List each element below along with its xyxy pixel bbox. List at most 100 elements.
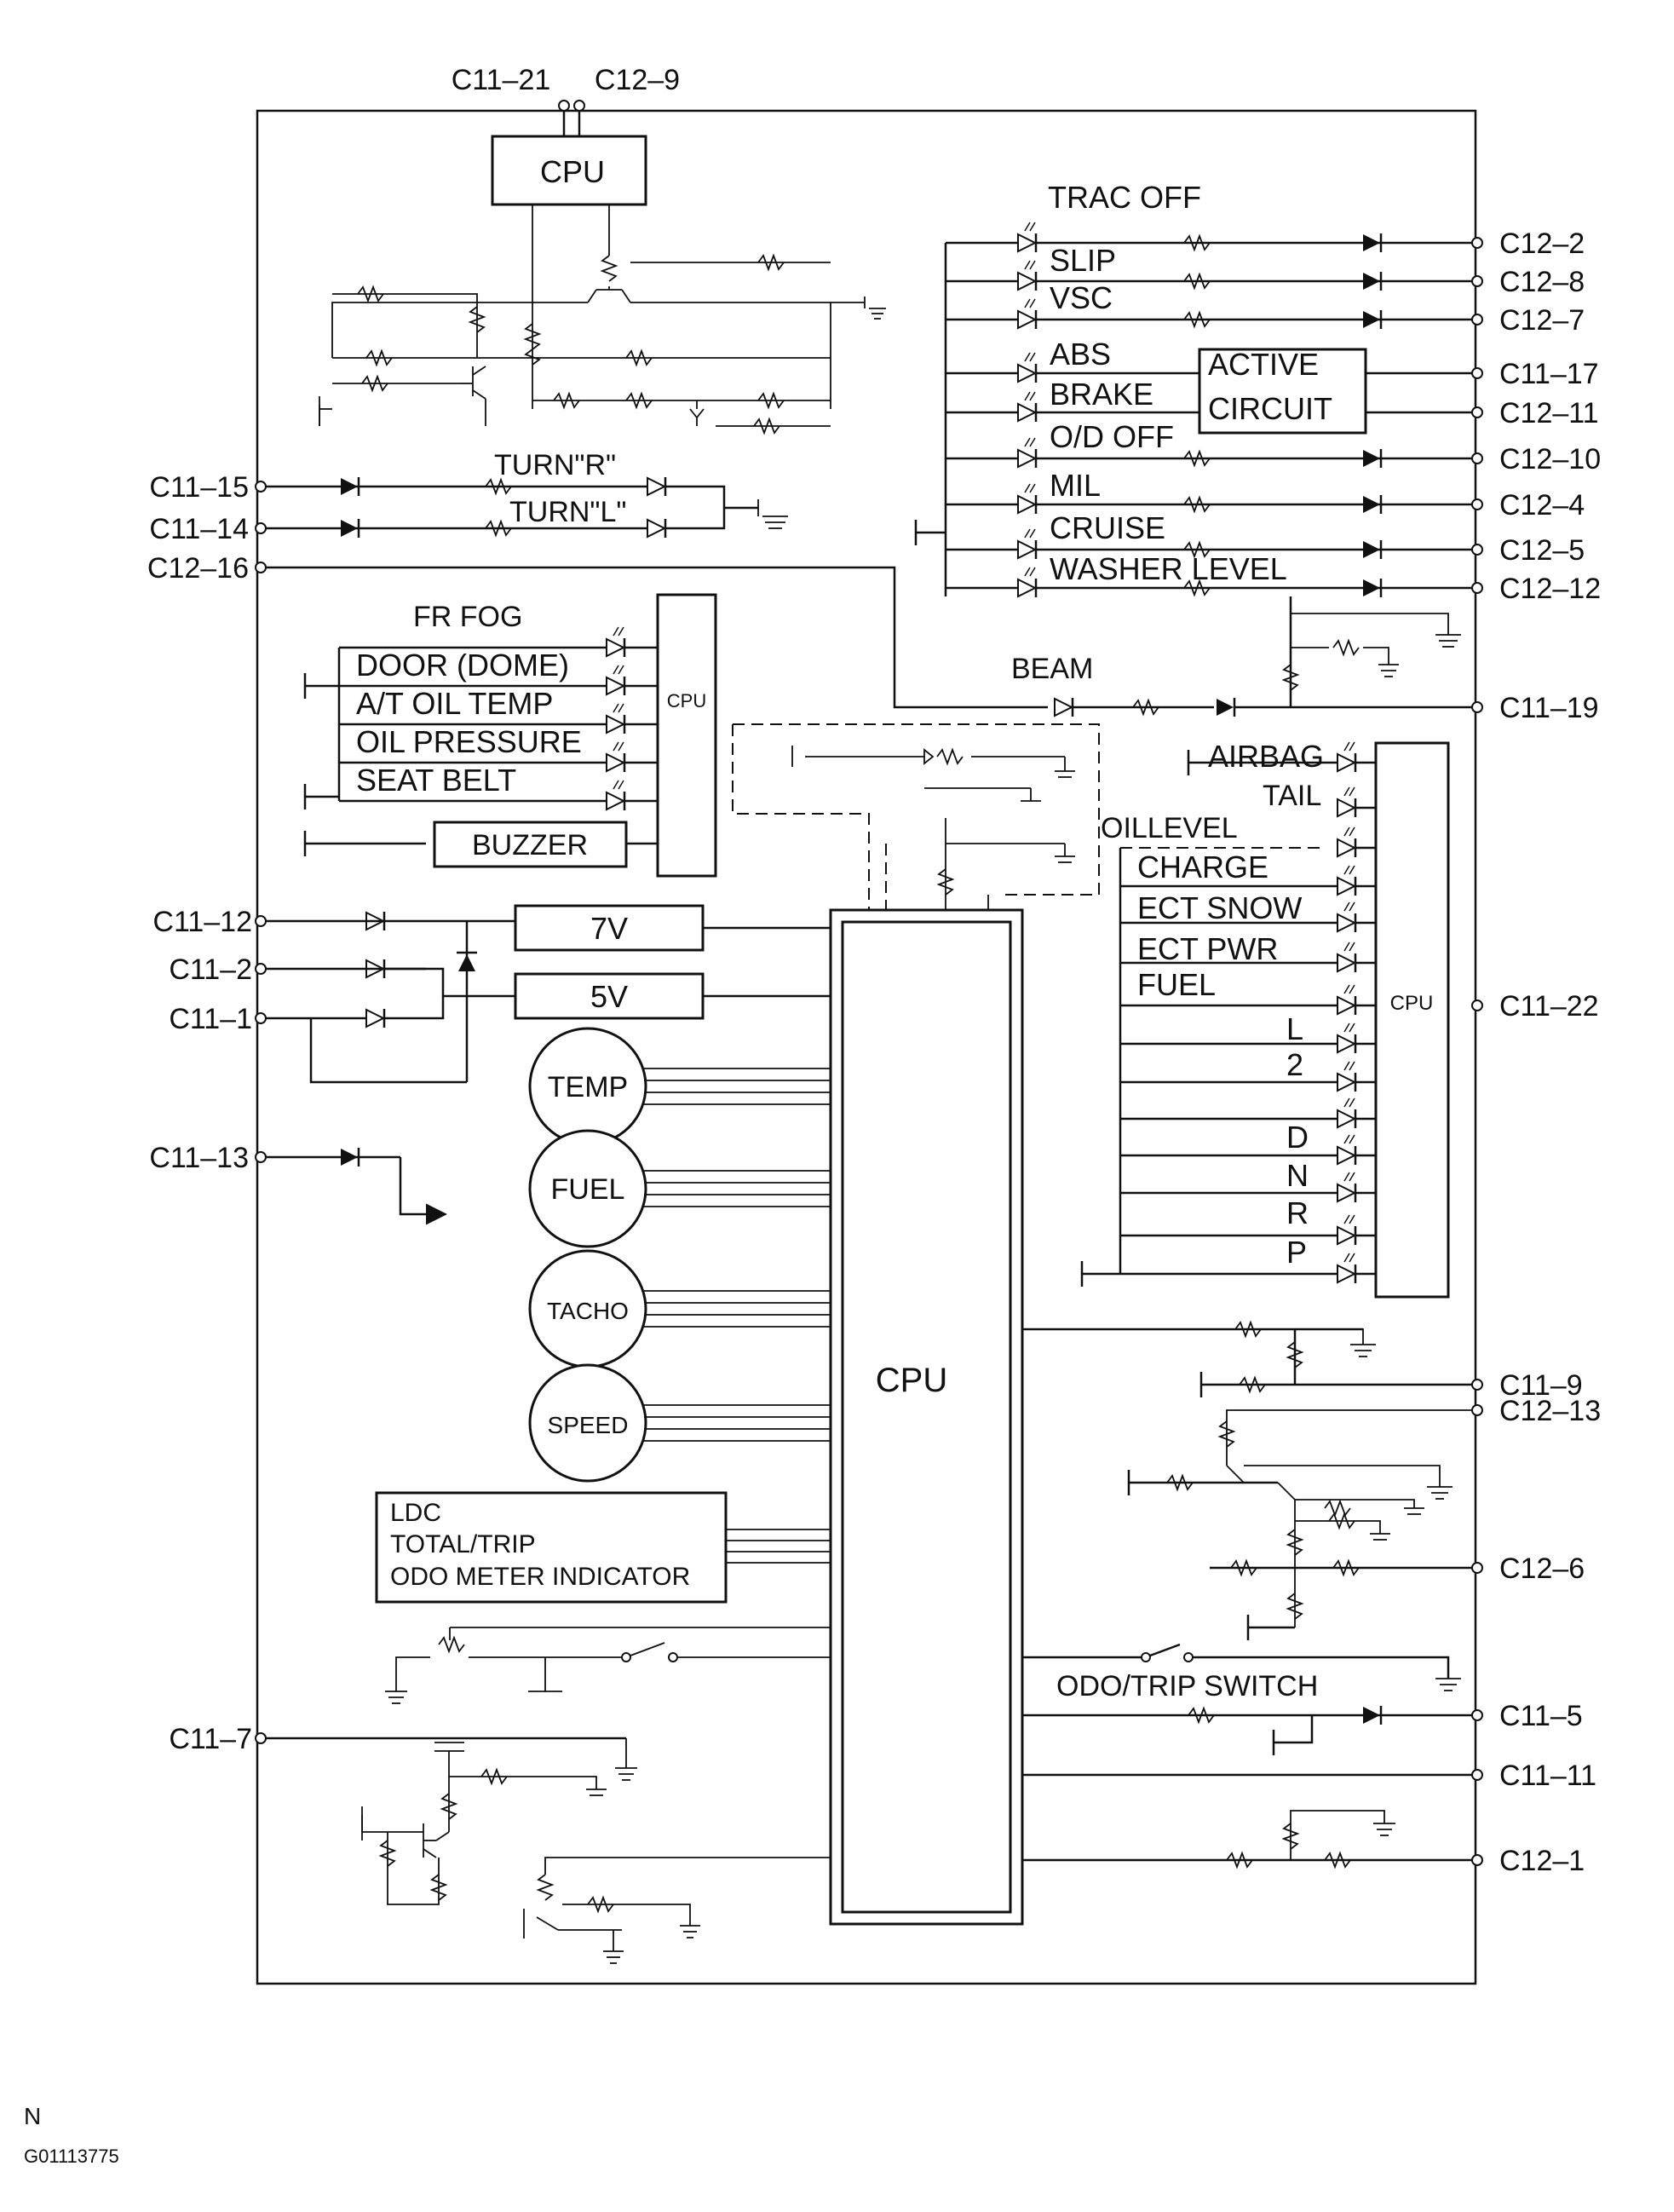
- indicator-led: [1017, 260, 1038, 291]
- indicator-label: O/D OFF: [1050, 419, 1174, 454]
- indicator-led: [1017, 567, 1038, 598]
- indicator-label: SLIP: [1050, 243, 1116, 278]
- indicator-label: L: [1286, 1011, 1303, 1046]
- indicator-led: [1017, 437, 1038, 469]
- indicator-label: 2: [1286, 1047, 1303, 1082]
- indicator-led: [1017, 391, 1038, 423]
- indicator-led: [1017, 298, 1038, 330]
- connector-label-right: C12–2: [1499, 228, 1585, 260]
- turn-signal-group: TURN"R" TURN"L": [262, 449, 788, 539]
- regulator-group: 7V 5V: [262, 904, 831, 1084]
- lcd-line2: TOTAL/TRIP: [390, 1530, 536, 1558]
- gauge-label: TACHO: [547, 1298, 629, 1324]
- connector-label-left: C11–7: [169, 1723, 252, 1755]
- connector-pin: [1471, 237, 1483, 249]
- indicator-led: [1337, 1061, 1357, 1092]
- connector-pin: [1471, 1404, 1483, 1416]
- lcd-block: LDC TOTAL/TRIP ODO METER INDICATOR: [375, 1491, 831, 1604]
- warning-led: [606, 665, 626, 696]
- warning-label: A/T OIL TEMP: [356, 686, 553, 721]
- connector-pin: [1471, 367, 1483, 379]
- footer-code: G01113775: [24, 2146, 119, 2167]
- connector-label-left: C11–13: [149, 1142, 249, 1174]
- gauge-dial: [528, 1129, 647, 1248]
- connector-label-right: C11–9: [1499, 1369, 1583, 1402]
- connector-label-right: C12–12: [1499, 573, 1601, 605]
- buzzer-label: BUZZER: [472, 829, 588, 861]
- connector-label-right: C11–11: [1499, 1760, 1596, 1792]
- beam-label: BEAM: [1011, 653, 1093, 685]
- connector-pin: [1471, 406, 1483, 418]
- connector-pin: [1471, 498, 1483, 510]
- indicator-led: [1337, 1097, 1357, 1129]
- connector-pin: [1471, 1769, 1483, 1781]
- indicator-led: [1337, 865, 1357, 896]
- indicator-led: [1337, 1172, 1357, 1203]
- connector-label-right: C12–1: [1499, 1845, 1585, 1877]
- connector-pin: [1471, 1562, 1483, 1574]
- indicator-label: AIRBAG: [1208, 739, 1324, 774]
- active-circuit-line2: CIRCUIT: [1208, 391, 1332, 426]
- indicator-led: [1337, 942, 1357, 973]
- indicator-led: [1337, 1134, 1357, 1166]
- meter-boundary: [256, 109, 1477, 1985]
- indicator-label: ABS: [1050, 337, 1111, 372]
- indicator-led: [1017, 222, 1038, 253]
- connector-label-right: C11–5: [1499, 1700, 1583, 1732]
- connector-label-left: C11–14: [149, 513, 249, 545]
- connector-pin: [255, 1012, 267, 1024]
- connector-pin: [255, 562, 267, 573]
- connector-pin: [1471, 582, 1483, 594]
- connector-label-left: C11–12: [152, 906, 252, 938]
- connector-label-right: C12–8: [1499, 266, 1585, 298]
- indicator-label: WASHER LEVEL: [1050, 551, 1287, 586]
- connector-label-right: C12–4: [1499, 489, 1585, 521]
- warning-led: [606, 741, 626, 773]
- connector-label-right: C12–11: [1499, 397, 1599, 429]
- gauge-label: FUEL: [551, 1173, 625, 1206]
- indicator-label: ECT PWR: [1137, 931, 1278, 966]
- beam-indicator: BEAM: [262, 566, 1474, 717]
- indicator-led: [1337, 1022, 1357, 1054]
- connector-pin: [1471, 275, 1483, 287]
- indicator-label: CHARGE: [1137, 850, 1268, 884]
- gauge-label: TEMP: [548, 1071, 628, 1103]
- indicator-label: N: [1286, 1158, 1309, 1193]
- connector-pin: [255, 963, 267, 975]
- connector-pin: [1471, 1709, 1483, 1721]
- lcd-line3: ODO METER INDICATOR: [390, 1563, 690, 1591]
- connector-label-left: C11–2: [169, 953, 252, 986]
- connector-pin: [1471, 999, 1483, 1011]
- cpu-main-label: CPU: [876, 1362, 947, 1399]
- indicator-label: D: [1286, 1120, 1309, 1155]
- connector-label-right: C11–19: [1499, 692, 1599, 724]
- connector-label-left: C11–1: [169, 1003, 252, 1035]
- connector-label-right: C12–10: [1499, 443, 1601, 475]
- connector-label-left: C12–16: [147, 552, 249, 585]
- connector-pin: [255, 915, 267, 927]
- cpu-top-label: CPU: [540, 154, 605, 189]
- indicator-led: [1337, 827, 1357, 858]
- indicator-led: [1337, 1214, 1357, 1246]
- indicator-label: VSC: [1050, 280, 1113, 315]
- connector-label-top: C11–21: [452, 64, 551, 96]
- lower-left-circuits: [262, 1148, 831, 1964]
- warning-led: [606, 780, 626, 811]
- warning-led: [606, 626, 626, 658]
- cpu-top-block: CPU: [319, 100, 886, 435]
- connector-pin: [1471, 314, 1483, 325]
- lcd-line1: LDC: [390, 1499, 441, 1527]
- indicator-label: FUEL: [1137, 967, 1216, 1002]
- indicator-label: TAIL: [1263, 780, 1321, 812]
- indicator-led: [1017, 483, 1038, 515]
- connector-label-left: C11–15: [149, 471, 249, 504]
- connector-pin: [255, 1151, 267, 1163]
- indicator-led: [1017, 352, 1038, 383]
- warning-label: DOOR (DOME): [356, 648, 569, 683]
- active-circuit-line1: ACTIVE: [1208, 347, 1319, 382]
- connector-label-right: C11–22: [1499, 990, 1599, 1022]
